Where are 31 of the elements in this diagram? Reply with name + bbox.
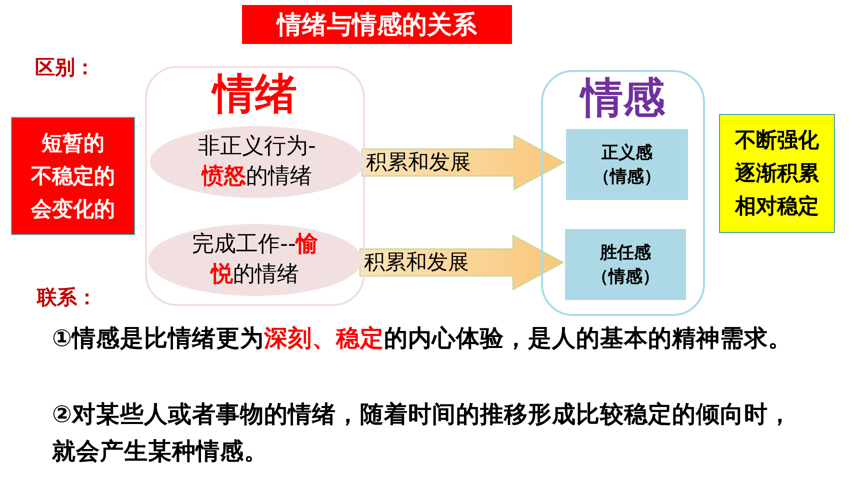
block-arrow xyxy=(359,234,564,290)
box-text: 逐渐积累 xyxy=(735,160,819,187)
group-panel xyxy=(541,70,705,316)
text-box xyxy=(566,129,688,200)
ellipse-text: 非正义行为-愤怒的情绪 xyxy=(197,133,317,191)
box-text: 胜任感 xyxy=(600,242,651,264)
box-text: 相对稳定 xyxy=(735,193,819,220)
section-heading: 联系： xyxy=(37,284,98,311)
ellipse-shape xyxy=(148,224,362,296)
box-text: （情感） xyxy=(592,266,660,288)
section-heading: 区别： xyxy=(35,54,96,81)
text-box xyxy=(11,117,135,235)
edge-label: 积累和发展 xyxy=(366,149,471,176)
title-banner: 情绪与情感的关系 xyxy=(242,5,512,44)
ellipse-text: 完成工作--愉悦的情绪 xyxy=(191,231,319,289)
panel-heading: 情绪 xyxy=(210,70,298,118)
box-text: 会变化的 xyxy=(31,196,115,222)
box-text: 短暂的 xyxy=(42,130,104,156)
box-text: 正义感 xyxy=(602,142,652,164)
block-arrow xyxy=(361,134,566,190)
box-text: 不稳定的 xyxy=(31,162,115,190)
paragraph-text: ②对某些人或者事物的情绪，随着时间的推移形成比较稳定的倾向时，就会产生某种情感。 xyxy=(52,399,793,467)
ellipse-shape xyxy=(150,126,364,198)
box-text: （情感） xyxy=(593,166,661,188)
text-box xyxy=(565,229,686,300)
box-text: 不断强化 xyxy=(735,127,819,154)
group-panel xyxy=(145,66,365,306)
text-box xyxy=(719,114,835,233)
paragraph-text: ①情感是比情绪更为深刻、稳定的内心体验，是人的基本的精神需求。 xyxy=(52,323,793,354)
edge-label: 积累和发展 xyxy=(364,249,469,276)
panel-heading: 情感 xyxy=(578,74,666,122)
